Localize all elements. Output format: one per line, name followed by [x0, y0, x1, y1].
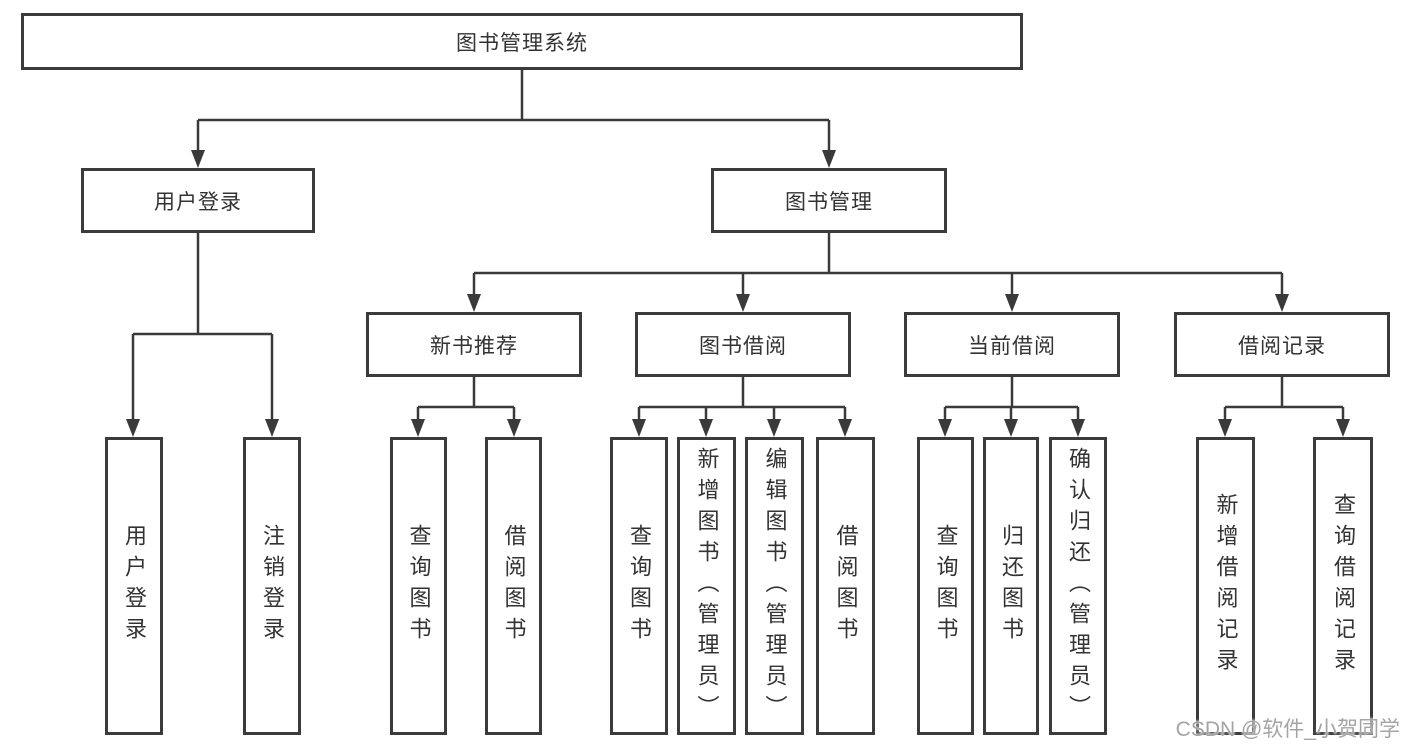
leaf-borrow-borrow-books: 借阅图书 [816, 437, 875, 735]
node-user-login-label: 用户登录 [154, 190, 242, 214]
node-current-borrow: 当前借阅 [904, 312, 1120, 377]
leaf-user-login: 用户登录 [105, 437, 163, 735]
leaf-borrow-edit-books-label: 编辑图书（管理员） [762, 446, 788, 726]
leaf-recommend-query-books-label: 查询图书 [406, 524, 432, 648]
leaf-records-query-record: 查询借阅记录 [1313, 437, 1373, 735]
leaf-borrow-query-books-label: 查询图书 [627, 524, 652, 648]
node-current-borrow-label: 当前借阅 [968, 334, 1056, 358]
leaf-recommend-borrow-books: 借阅图书 [485, 437, 542, 735]
leaf-current-return-books: 归还图书 [983, 437, 1039, 735]
leaf-current-return-books-label: 归还图书 [999, 524, 1024, 648]
leaf-current-query-books-label: 查询图书 [933, 524, 959, 648]
leaf-records-query-record-label: 查询借阅记录 [1331, 493, 1356, 679]
leaf-borrow-borrow-books-label: 借阅图书 [833, 524, 859, 648]
leaf-user-login-label: 用户登录 [122, 524, 147, 648]
csdn-watermark: CSDN @软件_小贺同学 [1175, 718, 1400, 741]
arrowheads [126, 150, 1350, 437]
leaf-logout: 注销登录 [243, 437, 301, 735]
leaf-recommend-query-books: 查询图书 [390, 437, 447, 735]
leaf-records-add-record-label: 新增借阅记录 [1213, 493, 1239, 679]
node-root-label: 图书管理系统 [456, 31, 588, 55]
leaf-logout-label: 注销登录 [260, 524, 285, 648]
leaf-current-confirm-return-label: 确认归还（管理员） [1066, 446, 1091, 726]
node-book-management-label: 图书管理 [785, 190, 873, 214]
node-book-borrow-label: 图书借阅 [699, 334, 787, 358]
node-book-borrow: 图书借阅 [635, 312, 851, 377]
node-new-book-recommend-label: 新书推荐 [430, 334, 518, 358]
node-borrow-records: 借阅记录 [1174, 312, 1390, 377]
node-new-book-recommend: 新书推荐 [366, 312, 582, 377]
leaf-records-add-record: 新增借阅记录 [1196, 437, 1255, 735]
leaf-borrow-edit-books: 编辑图书（管理员） [745, 437, 804, 735]
node-book-management: 图书管理 [711, 168, 947, 233]
leaf-borrow-add-books-label: 新增图书（管理员） [694, 446, 720, 726]
node-user-login: 用户登录 [81, 168, 315, 233]
leaf-current-confirm-return: 确认归还（管理员） [1049, 437, 1107, 735]
leaf-borrow-query-books: 查询图书 [610, 437, 668, 735]
node-borrow-records-label: 借阅记录 [1238, 334, 1326, 358]
node-root: 图书管理系统 [21, 13, 1023, 70]
leaf-current-query-books: 查询图书 [917, 437, 974, 735]
leaf-borrow-add-books: 新增图书（管理员） [677, 437, 736, 735]
leaf-recommend-borrow-books-label: 借阅图书 [501, 524, 527, 648]
